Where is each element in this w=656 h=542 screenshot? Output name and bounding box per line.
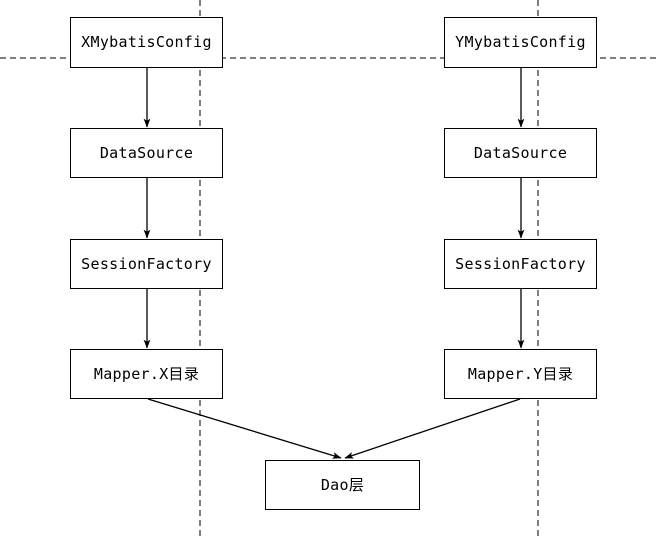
node-x-sessionfactory-label: SessionFactory xyxy=(81,254,212,273)
node-x-sessionfactory[interactable]: SessionFactory xyxy=(70,239,223,289)
node-y-config[interactable]: YMybatisConfig xyxy=(444,17,597,68)
node-y-config-label: YMybatisConfig xyxy=(455,33,586,51)
node-y-mapper-label: Mapper.Y目录 xyxy=(467,364,574,383)
node-x-mapper-label: Mapper.X目录 xyxy=(93,364,200,383)
node-dao-layer[interactable]: Dao层 xyxy=(265,460,420,510)
node-x-mapper[interactable]: Mapper.X目录 xyxy=(70,349,223,399)
node-x-config[interactable]: XMybatisConfig xyxy=(70,17,223,68)
node-y-sessionfactory-label: SessionFactory xyxy=(455,254,586,273)
node-x-datasource-label: DataSource xyxy=(99,143,194,162)
node-x-config-label: XMybatisConfig xyxy=(81,33,212,51)
arrow-y-mapper-to-dao xyxy=(344,398,521,459)
node-y-datasource[interactable]: DataSource xyxy=(444,128,597,178)
node-x-datasource[interactable]: DataSource xyxy=(70,128,223,178)
node-y-sessionfactory[interactable]: SessionFactory xyxy=(444,239,597,289)
node-dao-layer-label: Dao层 xyxy=(320,475,365,494)
node-y-mapper[interactable]: Mapper.Y目录 xyxy=(444,349,597,399)
arrow-x-mapper-to-dao xyxy=(147,398,342,459)
node-y-datasource-label: DataSource xyxy=(473,143,568,162)
